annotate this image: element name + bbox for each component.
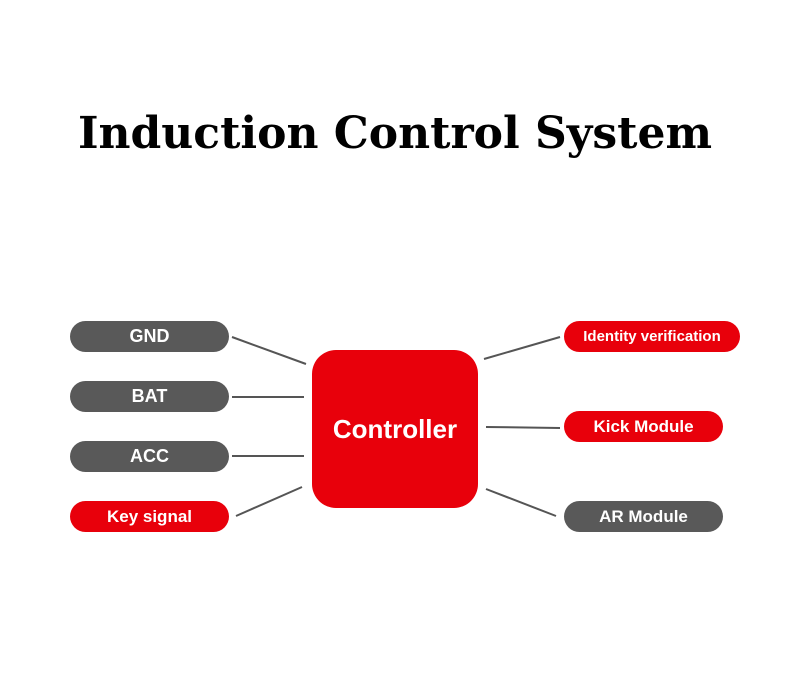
line-ar <box>485 488 557 517</box>
output-kick-module: Kick Module <box>564 411 723 442</box>
line-kick <box>485 426 561 429</box>
controller-box: Controller <box>312 350 478 508</box>
line-gnd <box>231 336 307 365</box>
output-ar-module: AR Module <box>564 501 723 532</box>
diagram-title: Induction Control System <box>77 108 713 159</box>
input-gnd: GND <box>70 321 229 352</box>
input-key-signal: Key signal <box>70 501 229 532</box>
line-identity <box>483 336 561 360</box>
output-identity-verification: Identity verification <box>564 321 740 352</box>
input-bat: BAT <box>70 381 229 412</box>
line-key-signal <box>235 486 303 517</box>
input-acc: ACC <box>70 441 229 472</box>
